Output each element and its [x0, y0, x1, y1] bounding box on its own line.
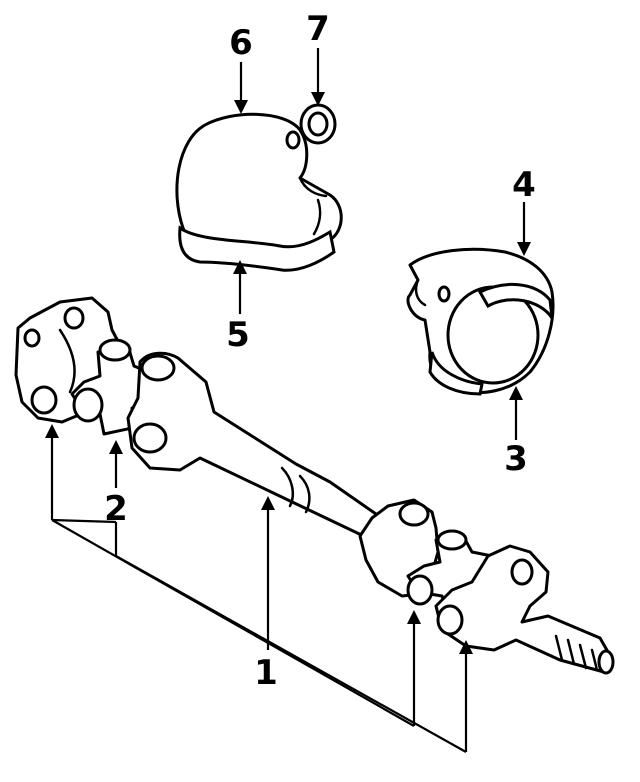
clamp-ring-part — [406, 247, 555, 396]
callout-4: 4 — [512, 165, 536, 205]
leader-lines — [45, 48, 531, 753]
callout-labels: 6 7 5 4 3 2 1 — [104, 9, 536, 693]
axle-shaft-part — [14, 296, 615, 675]
seal-ring-part — [299, 103, 337, 145]
callout-2: 2 — [104, 489, 128, 529]
callout-6: 6 — [229, 23, 253, 63]
dust-cover-part — [175, 112, 343, 272]
callout-7: 7 — [306, 9, 330, 49]
callout-3: 3 — [504, 439, 528, 479]
callout-5: 5 — [226, 315, 250, 355]
callout-1: 1 — [254, 653, 278, 693]
